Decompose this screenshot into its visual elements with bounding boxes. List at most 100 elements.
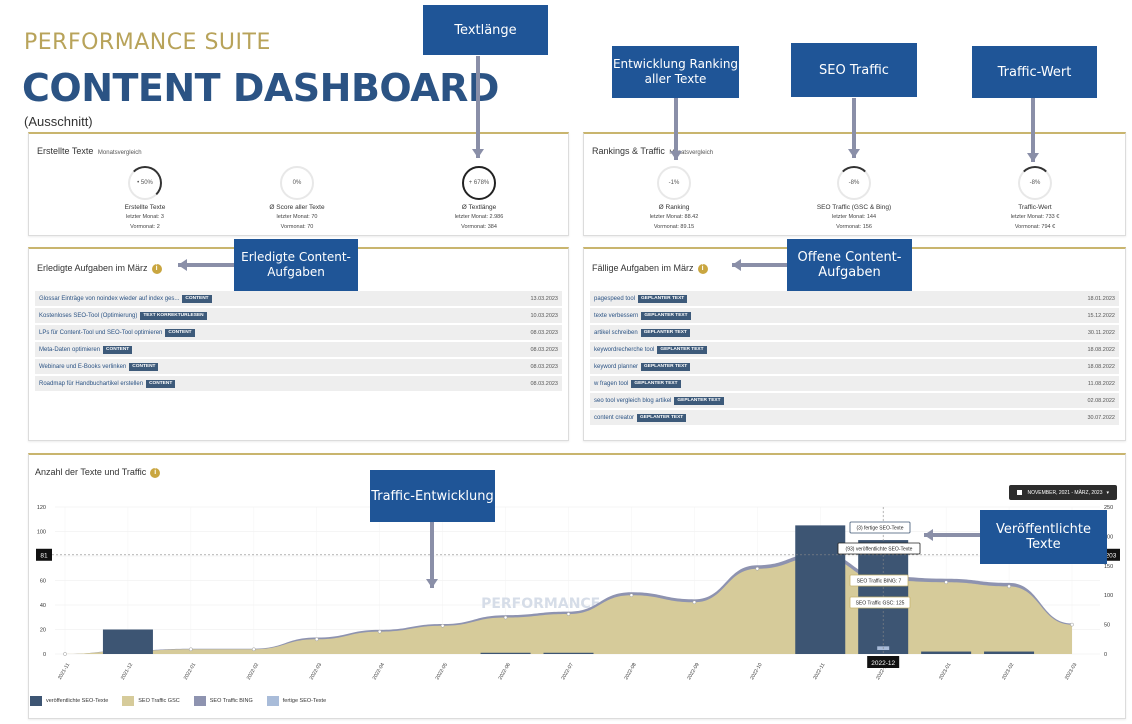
- arrow-textlaenge-head: [472, 149, 484, 158]
- task-date: 30.11.2022: [1087, 329, 1115, 336]
- task-date: 18.08.2022: [1087, 346, 1115, 353]
- info-icon[interactable]: i: [150, 467, 161, 478]
- kpi-ring: 0%: [280, 166, 314, 200]
- kpi-label: Ø Score aller Texte: [269, 204, 325, 211]
- tooltip-text: (3) fertige SEO-Texte: [857, 526, 904, 532]
- kpi-last-month: letzter Monat: 88.42: [649, 214, 699, 220]
- x-tick: 2022-09: [686, 662, 700, 681]
- brand-subtitle: PERFORMANCE SUITE: [24, 30, 271, 55]
- x-tick: 2021-11: [57, 662, 71, 681]
- task-title[interactable]: artikel schreiben: [594, 329, 638, 336]
- legend-item[interactable]: SEO Traffic BING: [193, 696, 253, 706]
- bar-published-texts: [480, 652, 531, 654]
- y-tick-left: 20: [40, 628, 46, 634]
- kpi-created-texts: • 50% Erstellte Texte letzter Monat: 3 V…: [75, 166, 215, 231]
- task-title[interactable]: Webinare und E-Books verlinken: [39, 363, 127, 370]
- task-tag: TEXT KORREKTURLESEN: [140, 311, 207, 320]
- task-title[interactable]: Glossar Einträge von noindex wieder auf …: [39, 295, 180, 302]
- panel-subtitle: Monatsvergleich: [669, 150, 714, 156]
- task-row[interactable]: LPs für Content-Tool und SEO-Tool optimi…: [35, 325, 562, 340]
- task-title[interactable]: seo tool vergleich blog artikel: [594, 397, 672, 404]
- legend-item[interactable]: SEO Traffic GSC: [122, 696, 180, 706]
- page-note: (Ausschnitt): [24, 114, 93, 129]
- callout-offene: Offene Content-Aufgaben: [787, 239, 912, 291]
- task-title[interactable]: Roadmap für Handbuchartikel erstellen: [39, 380, 144, 387]
- task-title[interactable]: pagespeed tool: [594, 295, 636, 302]
- task-tag: CONTENT: [103, 345, 133, 354]
- task-title[interactable]: Meta-Daten optimieren: [39, 346, 101, 353]
- task-tag: GEPLANTER TEXT: [674, 396, 724, 405]
- task-row[interactable]: Glossar Einträge von noindex wieder auf …: [35, 291, 562, 306]
- date-range-button[interactable]: NOVEMBER, 2021 - MÄRZ, 2023 ▾: [1009, 485, 1117, 500]
- tooltip-text: (93) veröffentlichte SEO-Texte: [846, 547, 913, 553]
- kpi-prev-month: Vormonat: 384: [461, 224, 497, 230]
- task-title[interactable]: keyword planner: [594, 363, 639, 370]
- legend-item[interactable]: fertige SEO-Texte: [266, 696, 327, 706]
- x-tick: 2022-11: [812, 662, 826, 681]
- y-tick-left: 0: [43, 652, 46, 658]
- tooltip-box: [849, 574, 909, 587]
- calendar-icon: [1017, 490, 1023, 495]
- point-gsc: [1070, 622, 1074, 627]
- tooltip-text: SEO Traffic BING: 7: [857, 579, 902, 585]
- kpi-label: SEO Traffic (GSC & Bing): [816, 204, 892, 211]
- task-title[interactable]: LPs für Content-Tool und SEO-Tool optimi…: [39, 329, 163, 336]
- legend-item[interactable]: veröffentlichte SEO-Texte: [30, 696, 108, 706]
- task-title[interactable]: content creator: [594, 414, 635, 421]
- tooltip-box: [849, 521, 911, 534]
- x-tick: 2022-07: [560, 662, 574, 681]
- arrow-erledigte-head: [178, 259, 187, 271]
- kpi-label: Erstellte Texte: [124, 204, 166, 211]
- task-title[interactable]: keywordrecherche tool: [594, 346, 655, 353]
- panel-subtitle: Monatsvergleich: [97, 150, 142, 156]
- point-gsc: [755, 566, 760, 571]
- info-icon[interactable]: i: [697, 263, 708, 274]
- y-tick-left: 60: [40, 579, 46, 585]
- kpi-prev-month: Vormonat: 89.15: [653, 224, 695, 230]
- kpi-ring: • 50%: [128, 166, 162, 200]
- point-gsc: [503, 615, 508, 620]
- panel-title-text: Erledigte Aufgaben im März: [37, 263, 148, 273]
- date-range-label: NOVEMBER, 2021 - MÄRZ, 2023: [1027, 489, 1103, 496]
- task-date: 13.03.2023: [530, 295, 558, 302]
- legend-label: fertige SEO-Texte: [282, 698, 327, 704]
- task-date: 18.08.2022: [1087, 363, 1115, 370]
- point-gsc: [251, 647, 256, 652]
- info-icon[interactable]: i: [151, 263, 162, 274]
- panel-title-text: Fällige Aufgaben im März: [592, 263, 694, 273]
- kpi-traffic-value: -8% Traffic-Wert letzter Monat: 733 € Vo…: [965, 166, 1105, 231]
- task-title[interactable]: Kostenloses SEO-Tool (Optimierung): [39, 312, 138, 319]
- callout-textlaenge: Textlänge: [423, 5, 548, 55]
- task-row[interactable]: Kostenloses SEO-Tool (Optimierung)TEXT K…: [35, 308, 562, 323]
- y-tick-right: 0: [1104, 652, 1107, 658]
- task-tag: GEPLANTER TEXT: [641, 362, 691, 371]
- callout-entwicklung: Entwicklung Ranking aller Texte: [612, 46, 739, 98]
- chart-legend: veröffentlichte SEO-Texte SEO Traffic GSC…: [30, 696, 326, 706]
- y-tick-right: 150: [1104, 564, 1113, 570]
- arrow-veroeffentlichte-head: [924, 529, 933, 541]
- x-tick: 2022-04: [372, 662, 386, 681]
- task-tag: CONTENT: [129, 362, 159, 371]
- legend-swatch: [30, 696, 42, 706]
- legend-label: SEO Traffic GSC: [138, 698, 180, 704]
- task-title[interactable]: texte verbessern: [594, 312, 639, 319]
- point-gsc: [63, 652, 67, 656]
- x-tick: 2022-08: [623, 662, 637, 681]
- task-tag: GEPLANTER TEXT: [638, 294, 688, 303]
- legend-swatch: [122, 696, 135, 706]
- x-tick: 2022-02: [246, 662, 260, 681]
- task-date: 08.03.2023: [530, 329, 558, 336]
- task-title[interactable]: w fragen tool: [594, 380, 629, 387]
